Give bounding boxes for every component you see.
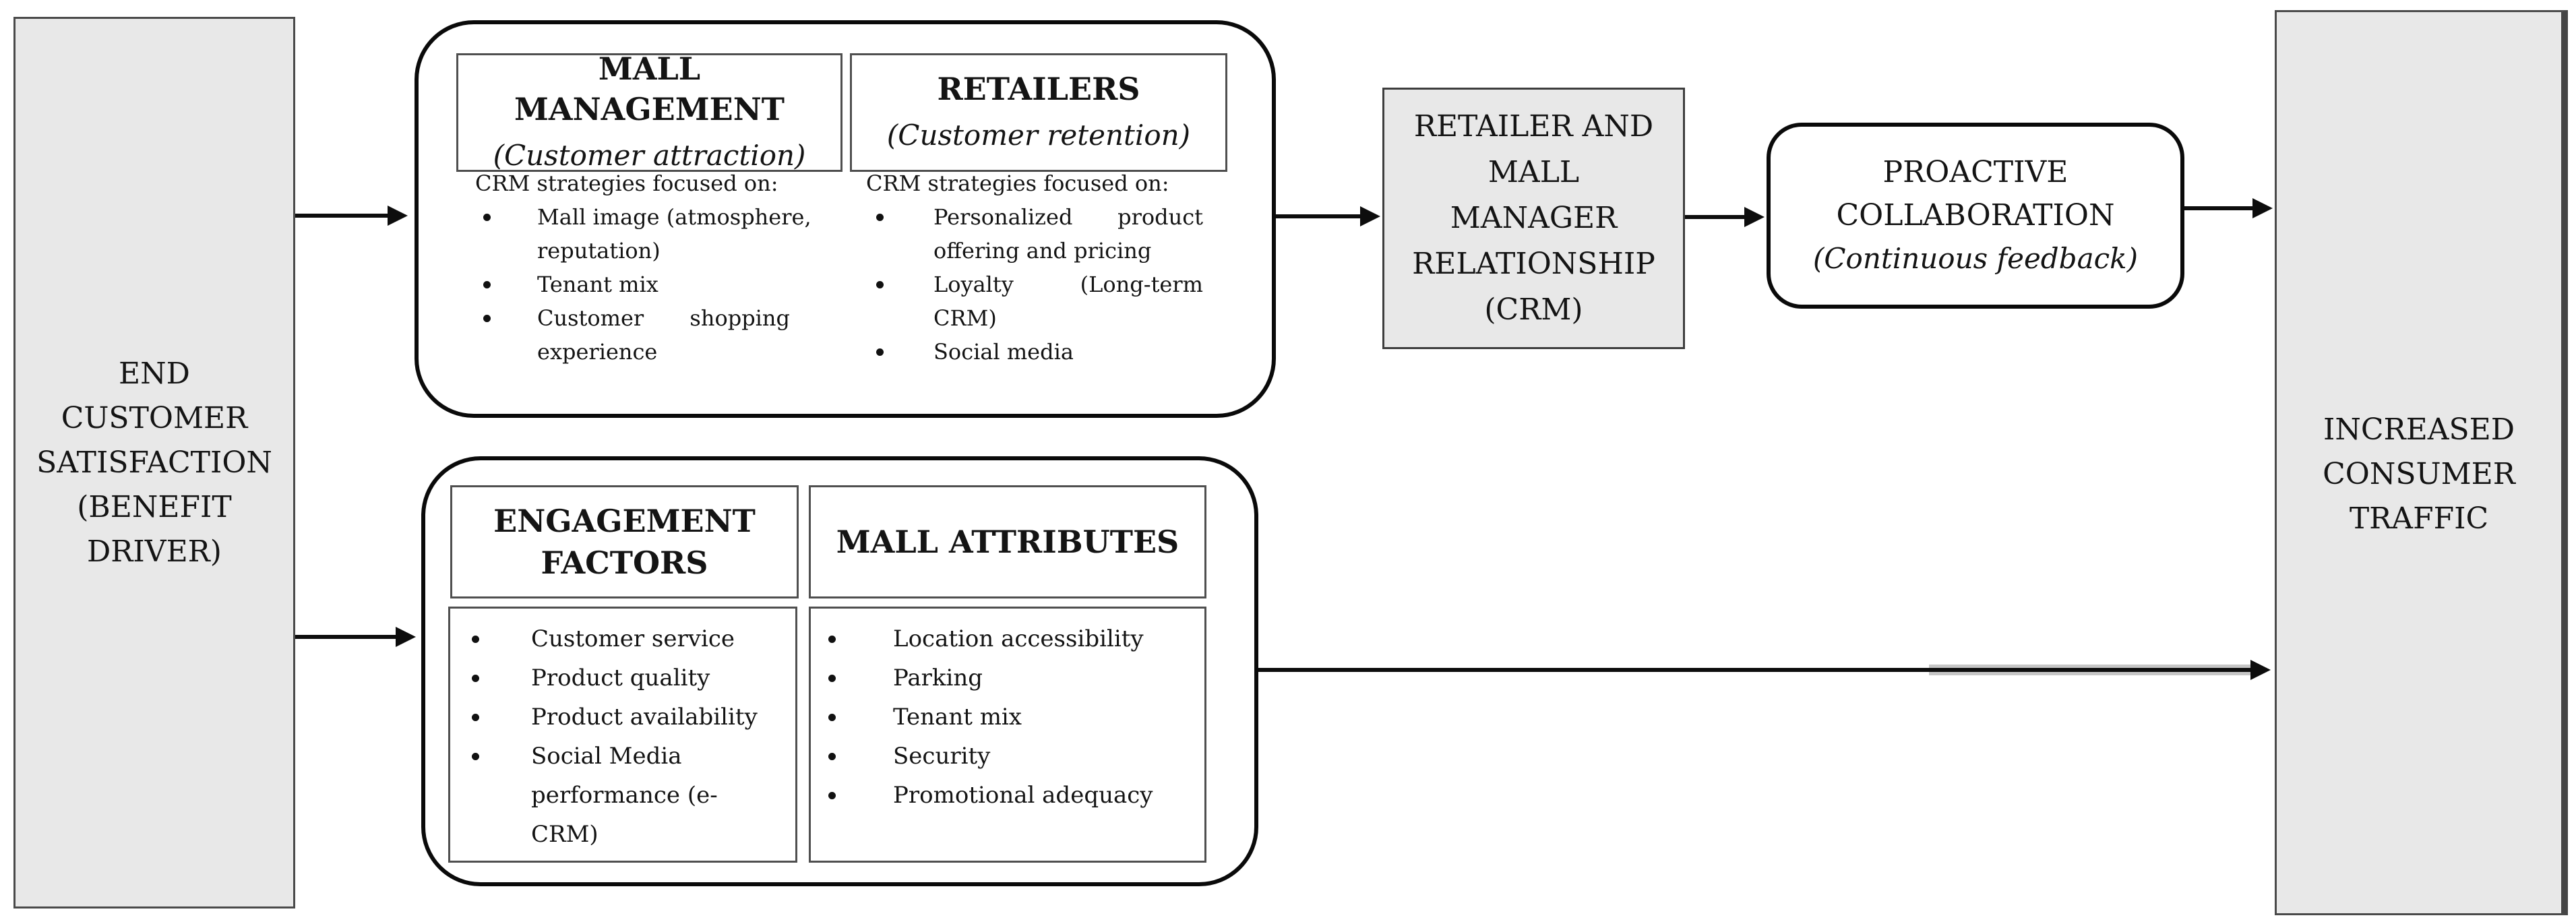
list-item: Tenant mix xyxy=(475,268,790,301)
list-item: Product quality xyxy=(450,658,795,698)
retailers-subtitle: (Customer retention) xyxy=(886,119,1191,152)
list-item: Product availability xyxy=(450,698,795,737)
arrowhead-icon xyxy=(2252,198,2273,218)
bullet-icon xyxy=(811,619,893,643)
arrowhead-icon xyxy=(2250,660,2271,680)
retailers-title: RETAILERS xyxy=(937,71,1140,107)
end-customer-satisfaction-label: END CUSTOMER SATISFACTION (BENEFIT DRIVE… xyxy=(36,356,272,569)
bullet-icon xyxy=(866,268,933,288)
mall-management-column: CRM strategies focused on: Mall image (a… xyxy=(475,166,811,369)
list-item-text: Location accessibility xyxy=(893,625,1144,652)
crm-strategies-intro: CRM strategies focused on: xyxy=(475,171,778,196)
mall-management-subtitle: (Customer attraction) xyxy=(493,139,806,172)
list-item-text: Promotional adequacy xyxy=(893,782,1153,809)
engagement-panel: ENGAGEMENT FACTORS MALL ATTRIBUTES Custo… xyxy=(421,456,1258,886)
bullet-icon xyxy=(866,335,933,356)
arrowhead-icon xyxy=(1360,206,1380,226)
list-item: Promotional adequacy xyxy=(811,776,1204,815)
arrow-satisfaction-to-engagement xyxy=(295,627,416,647)
bullet-icon xyxy=(475,301,537,322)
arrow-engagement-to-traffic xyxy=(1258,660,2271,680)
increased-consumer-traffic-box: INCREASED CONSUMER TRAFFIC xyxy=(2275,10,2568,915)
bullet-icon xyxy=(866,200,933,221)
list-item-text: Parking xyxy=(893,665,983,691)
mall-management-title: MALL MANAGEMENT xyxy=(514,51,785,127)
bullet-icon xyxy=(811,698,893,721)
crm-strategies-panel: MALL MANAGEMENT (Customer attraction) RE… xyxy=(415,20,1276,418)
bullet-icon xyxy=(475,200,537,221)
list-item-text: Security xyxy=(893,743,991,770)
arrow-strategies-to-relationship xyxy=(1276,206,1380,226)
arrow-satisfaction-to-strategies xyxy=(295,206,408,226)
list-item: Location accessibility xyxy=(811,619,1204,658)
bullet-icon xyxy=(475,268,537,288)
arrow-relationship-to-collaboration xyxy=(1685,207,1765,227)
list-item: Social media xyxy=(866,335,1203,369)
bullet-icon xyxy=(811,737,893,760)
bullet-icon xyxy=(811,776,893,799)
list-item-text: Tenant mix xyxy=(893,704,1022,731)
list-item-text: Social media xyxy=(933,339,1074,365)
list-item-text: Product availability xyxy=(531,704,758,731)
list-item: Tenant mix xyxy=(811,698,1204,737)
proactive-collaboration-title: PROACTIVE COLLABORATION xyxy=(1836,155,2115,233)
mall-management-bullet-list: Mall image (atmosphere,reputation) Tenant… xyxy=(475,200,811,369)
increased-consumer-traffic-label: INCREASED CONSUMER TRAFFIC xyxy=(2323,412,2515,536)
crm-strategies-intro: CRM strategies focused on: xyxy=(866,171,1169,196)
bullet-icon xyxy=(811,658,893,682)
list-item-text: Mall image (atmosphere,reputation) xyxy=(537,204,811,264)
arrow-collaboration-to-traffic xyxy=(2184,198,2273,218)
bullet-icon xyxy=(450,658,531,682)
list-item: Mall image (atmosphere,reputation) xyxy=(475,200,811,268)
bullet-icon xyxy=(450,698,531,721)
list-item-text: Customer service xyxy=(531,625,735,652)
list-item: Parking xyxy=(811,658,1204,698)
proactive-collaboration-subtitle: (Continuous feedback) xyxy=(1813,242,2138,275)
mall-attributes-title: MALL ATTRIBUTES xyxy=(836,524,1179,560)
retailers-header-box: RETAILERS (Customer retention) xyxy=(850,53,1227,172)
arrowhead-icon xyxy=(396,627,416,647)
mall-management-header-box: MALL MANAGEMENT (Customer attraction) xyxy=(456,51,842,172)
list-item-text: Product quality xyxy=(531,665,710,691)
list-item-text: Tenant mix xyxy=(537,272,658,297)
arrowhead-icon xyxy=(388,206,408,226)
end-customer-satisfaction-box: END CUSTOMER SATISFACTION (BENEFIT DRIVE… xyxy=(13,17,295,908)
bullet-icon xyxy=(450,619,531,643)
retailer-mall-manager-relationship-box: RETAILER AND MALL MANAGER RELATIONSHIP (… xyxy=(1382,88,1685,349)
arrowhead-icon xyxy=(1744,207,1765,227)
engagement-factors-header-box: ENGAGEMENT FACTORS xyxy=(450,485,799,598)
mall-attributes-header-box: MALL ATTRIBUTES xyxy=(809,485,1206,598)
proactive-collaboration-box: PROACTIVE COLLABORATION (Continuous feed… xyxy=(1767,123,2184,309)
list-item: Security xyxy=(811,737,1204,776)
list-item: Customer service xyxy=(450,619,795,658)
engagement-factors-title: ENGAGEMENT FACTORS xyxy=(493,503,756,581)
bullet-icon xyxy=(450,737,531,760)
retailer-mall-manager-relationship-label: RETAILER AND MALL MANAGER RELATIONSHIP (… xyxy=(1412,109,1655,327)
